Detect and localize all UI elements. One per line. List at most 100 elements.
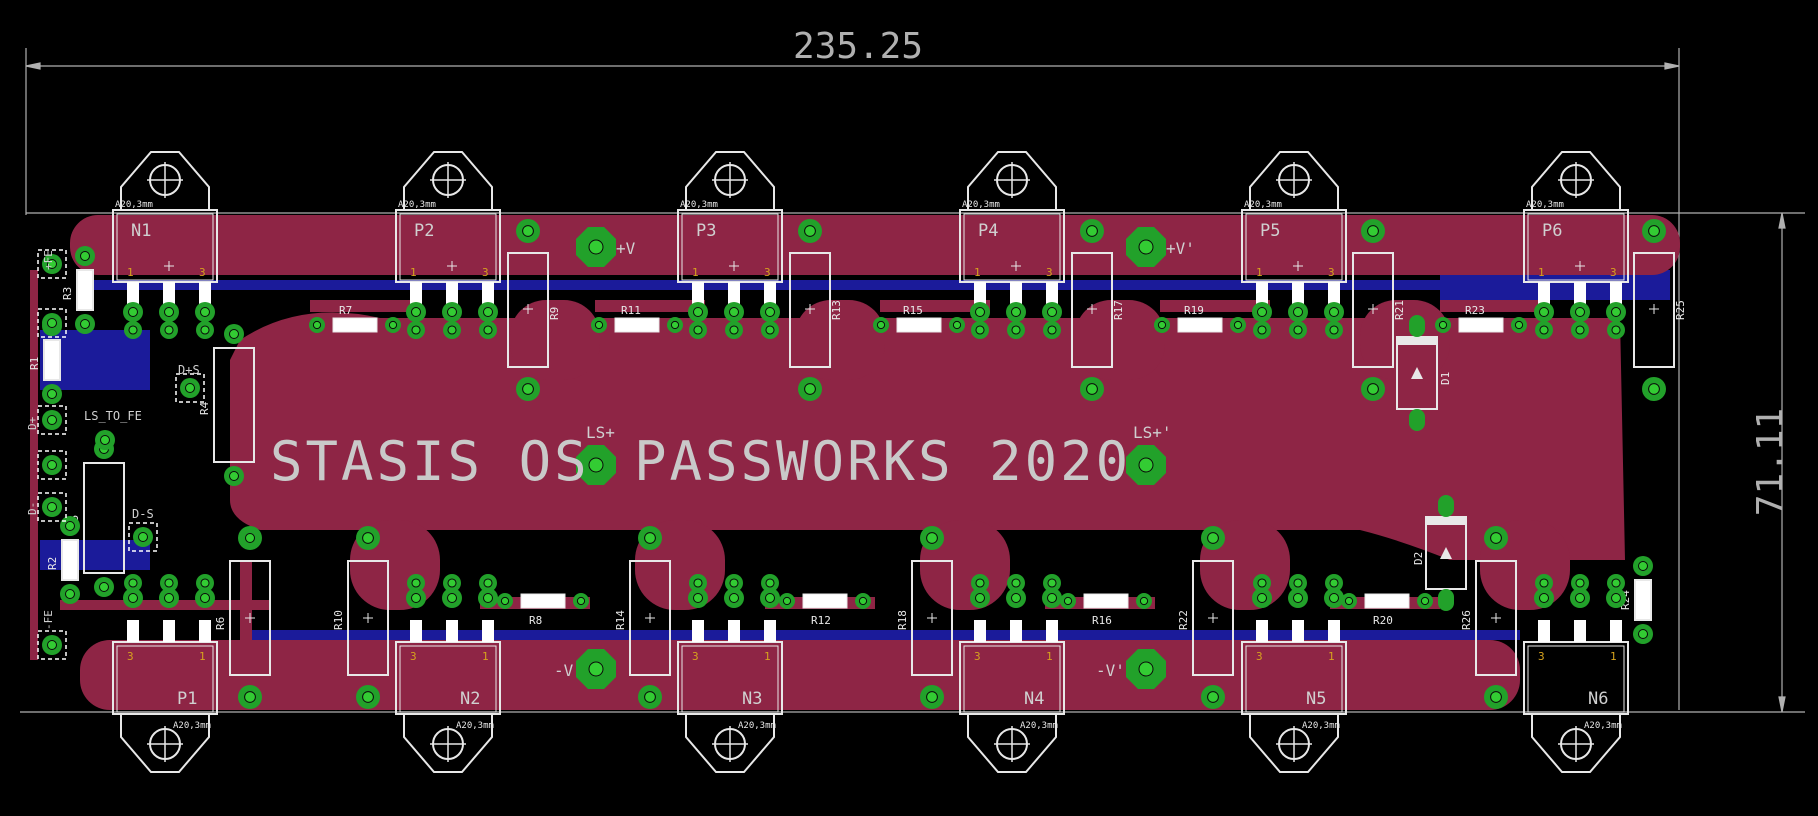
pad-drill bbox=[1257, 307, 1267, 317]
resistor-r7: R7 bbox=[332, 304, 378, 333]
pad-drill bbox=[447, 325, 457, 335]
pad-drill bbox=[1344, 596, 1354, 606]
lead bbox=[692, 282, 704, 304]
lead bbox=[1256, 282, 1268, 304]
resistor-body bbox=[520, 593, 566, 609]
pad-drill bbox=[244, 691, 256, 703]
board-title: STASIS OS bbox=[270, 430, 590, 493]
net-label-ls-plus: LS+ bbox=[586, 423, 615, 442]
lead bbox=[1574, 282, 1586, 304]
tab-outline bbox=[1531, 151, 1621, 210]
pin-label: 3 bbox=[1538, 650, 1545, 663]
resistor-r25: R25 bbox=[1633, 252, 1687, 368]
pad-drill bbox=[644, 532, 656, 544]
pad-drill bbox=[1611, 325, 1621, 335]
lead bbox=[1328, 282, 1340, 304]
lead bbox=[163, 282, 175, 304]
pad-drill bbox=[1293, 325, 1303, 335]
pad-drill bbox=[1420, 596, 1430, 606]
lead bbox=[692, 620, 704, 642]
diode-pad bbox=[1438, 589, 1454, 611]
pad-drill bbox=[1611, 593, 1621, 603]
lead bbox=[1610, 620, 1622, 642]
diode-pad bbox=[1409, 315, 1425, 337]
pad-drill bbox=[804, 225, 816, 237]
resistor-r8: R8 bbox=[520, 593, 566, 627]
pad-drill bbox=[1611, 578, 1621, 588]
part-name: P2 bbox=[414, 221, 434, 241]
resistor-body bbox=[507, 252, 549, 368]
lead bbox=[482, 282, 494, 304]
resistor-r22: R22 bbox=[1177, 560, 1234, 676]
pad-drill bbox=[1293, 593, 1303, 603]
pad-drill bbox=[1329, 578, 1339, 588]
tab-outline bbox=[967, 714, 1057, 773]
pad-drill bbox=[229, 471, 239, 481]
lobe-top-0 bbox=[510, 300, 600, 380]
resistor-body bbox=[629, 560, 671, 676]
pin-label: 1 bbox=[1046, 650, 1053, 663]
net-label-plus-v: +V bbox=[616, 239, 636, 258]
resistor-body bbox=[1475, 560, 1517, 676]
lobe-top-2 bbox=[1075, 300, 1165, 380]
resistor-label: R10 bbox=[332, 610, 345, 630]
pad-drill bbox=[447, 593, 457, 603]
pad-drill bbox=[483, 307, 493, 317]
lead bbox=[127, 620, 139, 642]
dimension-height-label: 71.11 bbox=[1750, 408, 1791, 516]
part-name: N4 bbox=[1024, 689, 1044, 709]
lead bbox=[410, 282, 422, 304]
pad-drill bbox=[975, 307, 985, 317]
value-label: A20,3mm bbox=[1526, 200, 1564, 210]
pad-drill bbox=[164, 593, 174, 603]
net-label-minus-fe: -FE bbox=[42, 610, 55, 630]
body-inner bbox=[116, 213, 214, 281]
pad-drill bbox=[47, 259, 57, 269]
pad-drill bbox=[1086, 225, 1098, 237]
resistor-label: R6 bbox=[214, 617, 227, 630]
resistor-body bbox=[1177, 317, 1223, 333]
connector-outline bbox=[37, 450, 67, 480]
lead bbox=[974, 620, 986, 642]
dimension-width bbox=[25, 48, 1680, 710]
pad-drill bbox=[522, 383, 534, 395]
pad-drill bbox=[1047, 325, 1057, 335]
resistor-body bbox=[614, 317, 660, 333]
pad-drill bbox=[644, 691, 656, 703]
net-label-d-minus: D- bbox=[26, 502, 39, 515]
net-pad-drill bbox=[588, 239, 604, 255]
jumper-top-1 bbox=[310, 300, 420, 312]
top-rail-upper bbox=[70, 215, 1680, 275]
pad-drill bbox=[65, 521, 75, 531]
pad-drill bbox=[483, 593, 493, 603]
pad-drill bbox=[1329, 325, 1339, 335]
tab-outline bbox=[1249, 151, 1339, 210]
pad-drill bbox=[164, 325, 174, 335]
lead bbox=[127, 282, 139, 304]
resistor-body bbox=[83, 462, 125, 574]
diode-d1: D1 bbox=[1396, 315, 1452, 431]
part-name: N6 bbox=[1588, 689, 1608, 709]
resistor-label: R11 bbox=[621, 304, 641, 317]
board-title-2: PASSWORKS 2020 bbox=[634, 430, 1131, 493]
pad-drill bbox=[1490, 691, 1502, 703]
resistor-body bbox=[229, 560, 271, 676]
pad-drill bbox=[128, 578, 138, 588]
pad-drill bbox=[164, 307, 174, 317]
net-label-plus-v2: +V' bbox=[1166, 239, 1195, 258]
pad-drill bbox=[1257, 325, 1267, 335]
lead bbox=[764, 620, 776, 642]
resistor-body bbox=[213, 347, 255, 463]
pad-drill bbox=[1011, 307, 1021, 317]
resistor-label: R15 bbox=[903, 304, 923, 317]
pin-label: 3 bbox=[1046, 266, 1053, 279]
pad-drill bbox=[1011, 578, 1021, 588]
body-inner bbox=[963, 645, 1061, 713]
pad-drill bbox=[1575, 593, 1585, 603]
pad-drill bbox=[1047, 593, 1057, 603]
pad-drill bbox=[1139, 596, 1149, 606]
pad-drill bbox=[1514, 320, 1524, 330]
body-inner bbox=[1527, 645, 1625, 713]
pin-label: 3 bbox=[1256, 650, 1263, 663]
